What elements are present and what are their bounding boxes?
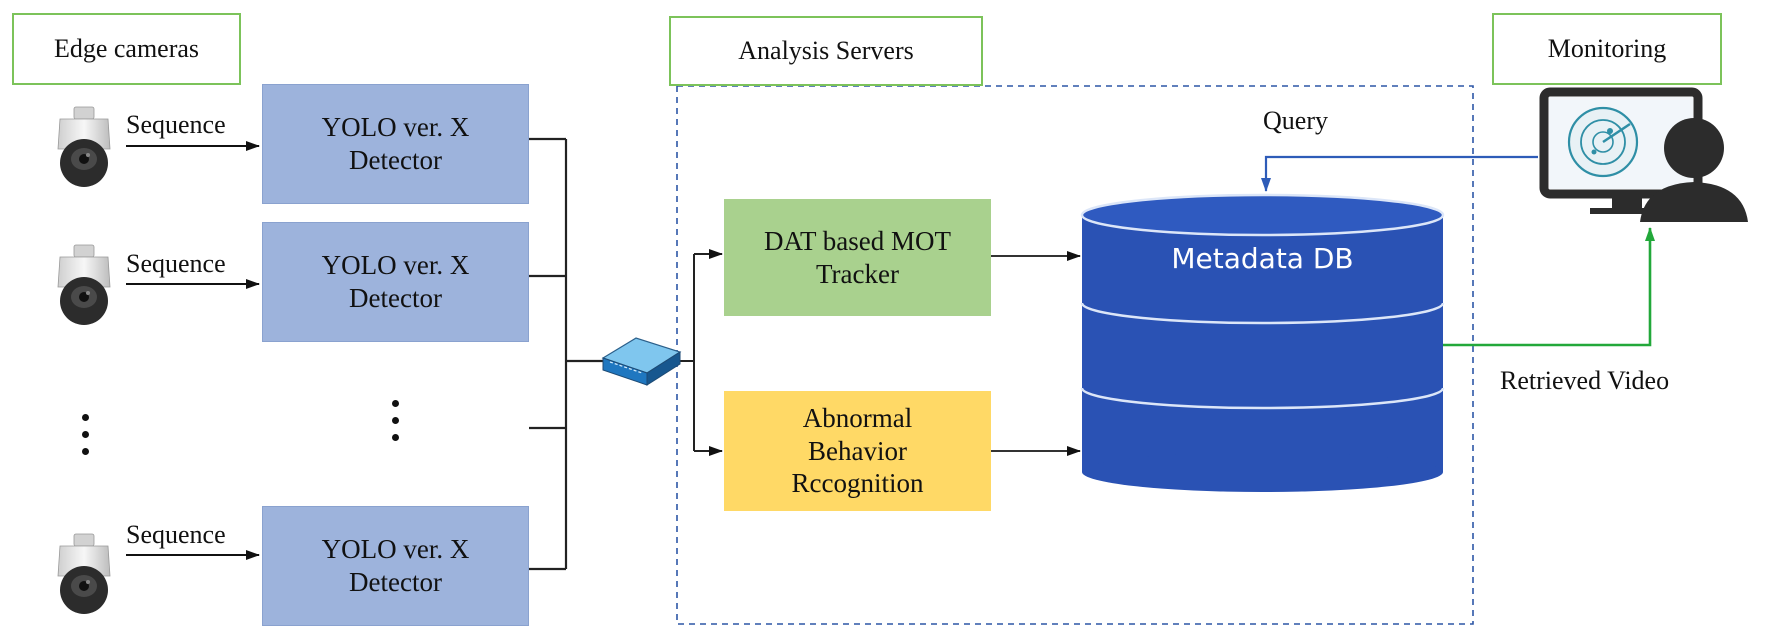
tracker-line-2: Tracker bbox=[816, 258, 899, 289]
detector-line-1: YOLO ver. X bbox=[321, 534, 470, 565]
metadata-db-label: Metadata DB bbox=[1171, 242, 1354, 275]
sequence-label-3: Sequence bbox=[126, 520, 226, 549]
retrieved-video-arrow bbox=[1443, 227, 1655, 347]
more-cameras-ellipsis bbox=[82, 414, 90, 465]
dome-camera-icon bbox=[57, 244, 111, 325]
abnormal-line-1: Abnormal bbox=[802, 402, 913, 433]
more-detectors-ellipsis bbox=[392, 400, 400, 451]
analysis-servers-title-text: Analysis Servers bbox=[738, 36, 914, 65]
query-label: Query bbox=[1263, 106, 1328, 135]
abnormal-behavior-box: Abnormal Behavior Rccognition bbox=[724, 391, 991, 511]
monitoring-title: Monitoring bbox=[1492, 13, 1722, 85]
yolo-detector-3: YOLO ver. X Detector bbox=[262, 506, 529, 626]
detector-line-1: YOLO ver. X bbox=[321, 250, 470, 281]
detector-line-2: Detector bbox=[349, 567, 442, 597]
query-arrow bbox=[1261, 155, 1538, 192]
switch-branches bbox=[676, 249, 723, 456]
monitor-user-icon bbox=[1539, 87, 1748, 222]
detector-line-2: Detector bbox=[349, 283, 442, 313]
monitoring-title-text: Monitoring bbox=[1547, 34, 1667, 63]
analysis-servers-title: Analysis Servers bbox=[669, 16, 983, 86]
mot-tracker-box: DAT based MOT Tracker bbox=[724, 199, 991, 316]
yolo-detector-2: YOLO ver. X Detector bbox=[262, 222, 529, 342]
yolo-detector-1: YOLO ver. X Detector bbox=[262, 84, 529, 204]
detector-line-1: YOLO ver. X bbox=[321, 112, 470, 143]
sequence-label-1: Sequence bbox=[126, 110, 226, 139]
abnormal-line-3: Rccognition bbox=[791, 468, 924, 499]
edge-cameras-title: Edge cameras bbox=[12, 13, 241, 85]
abnormal-line-2: Behavior bbox=[808, 435, 907, 466]
edge-cameras-title-text: Edge cameras bbox=[53, 34, 200, 63]
detector-line-2: Detector bbox=[349, 145, 442, 175]
detector-bus bbox=[529, 137, 606, 571]
dome-camera-icon bbox=[57, 106, 111, 187]
network-switch-icon bbox=[601, 337, 682, 386]
retrieved-video-label: Retrieved Video bbox=[1500, 366, 1670, 395]
tracker-line-1: DAT based MOT bbox=[764, 225, 951, 256]
sequence-label-2: Sequence bbox=[126, 249, 226, 278]
dome-camera-icon bbox=[57, 533, 111, 614]
database-cylinder bbox=[1080, 193, 1445, 492]
